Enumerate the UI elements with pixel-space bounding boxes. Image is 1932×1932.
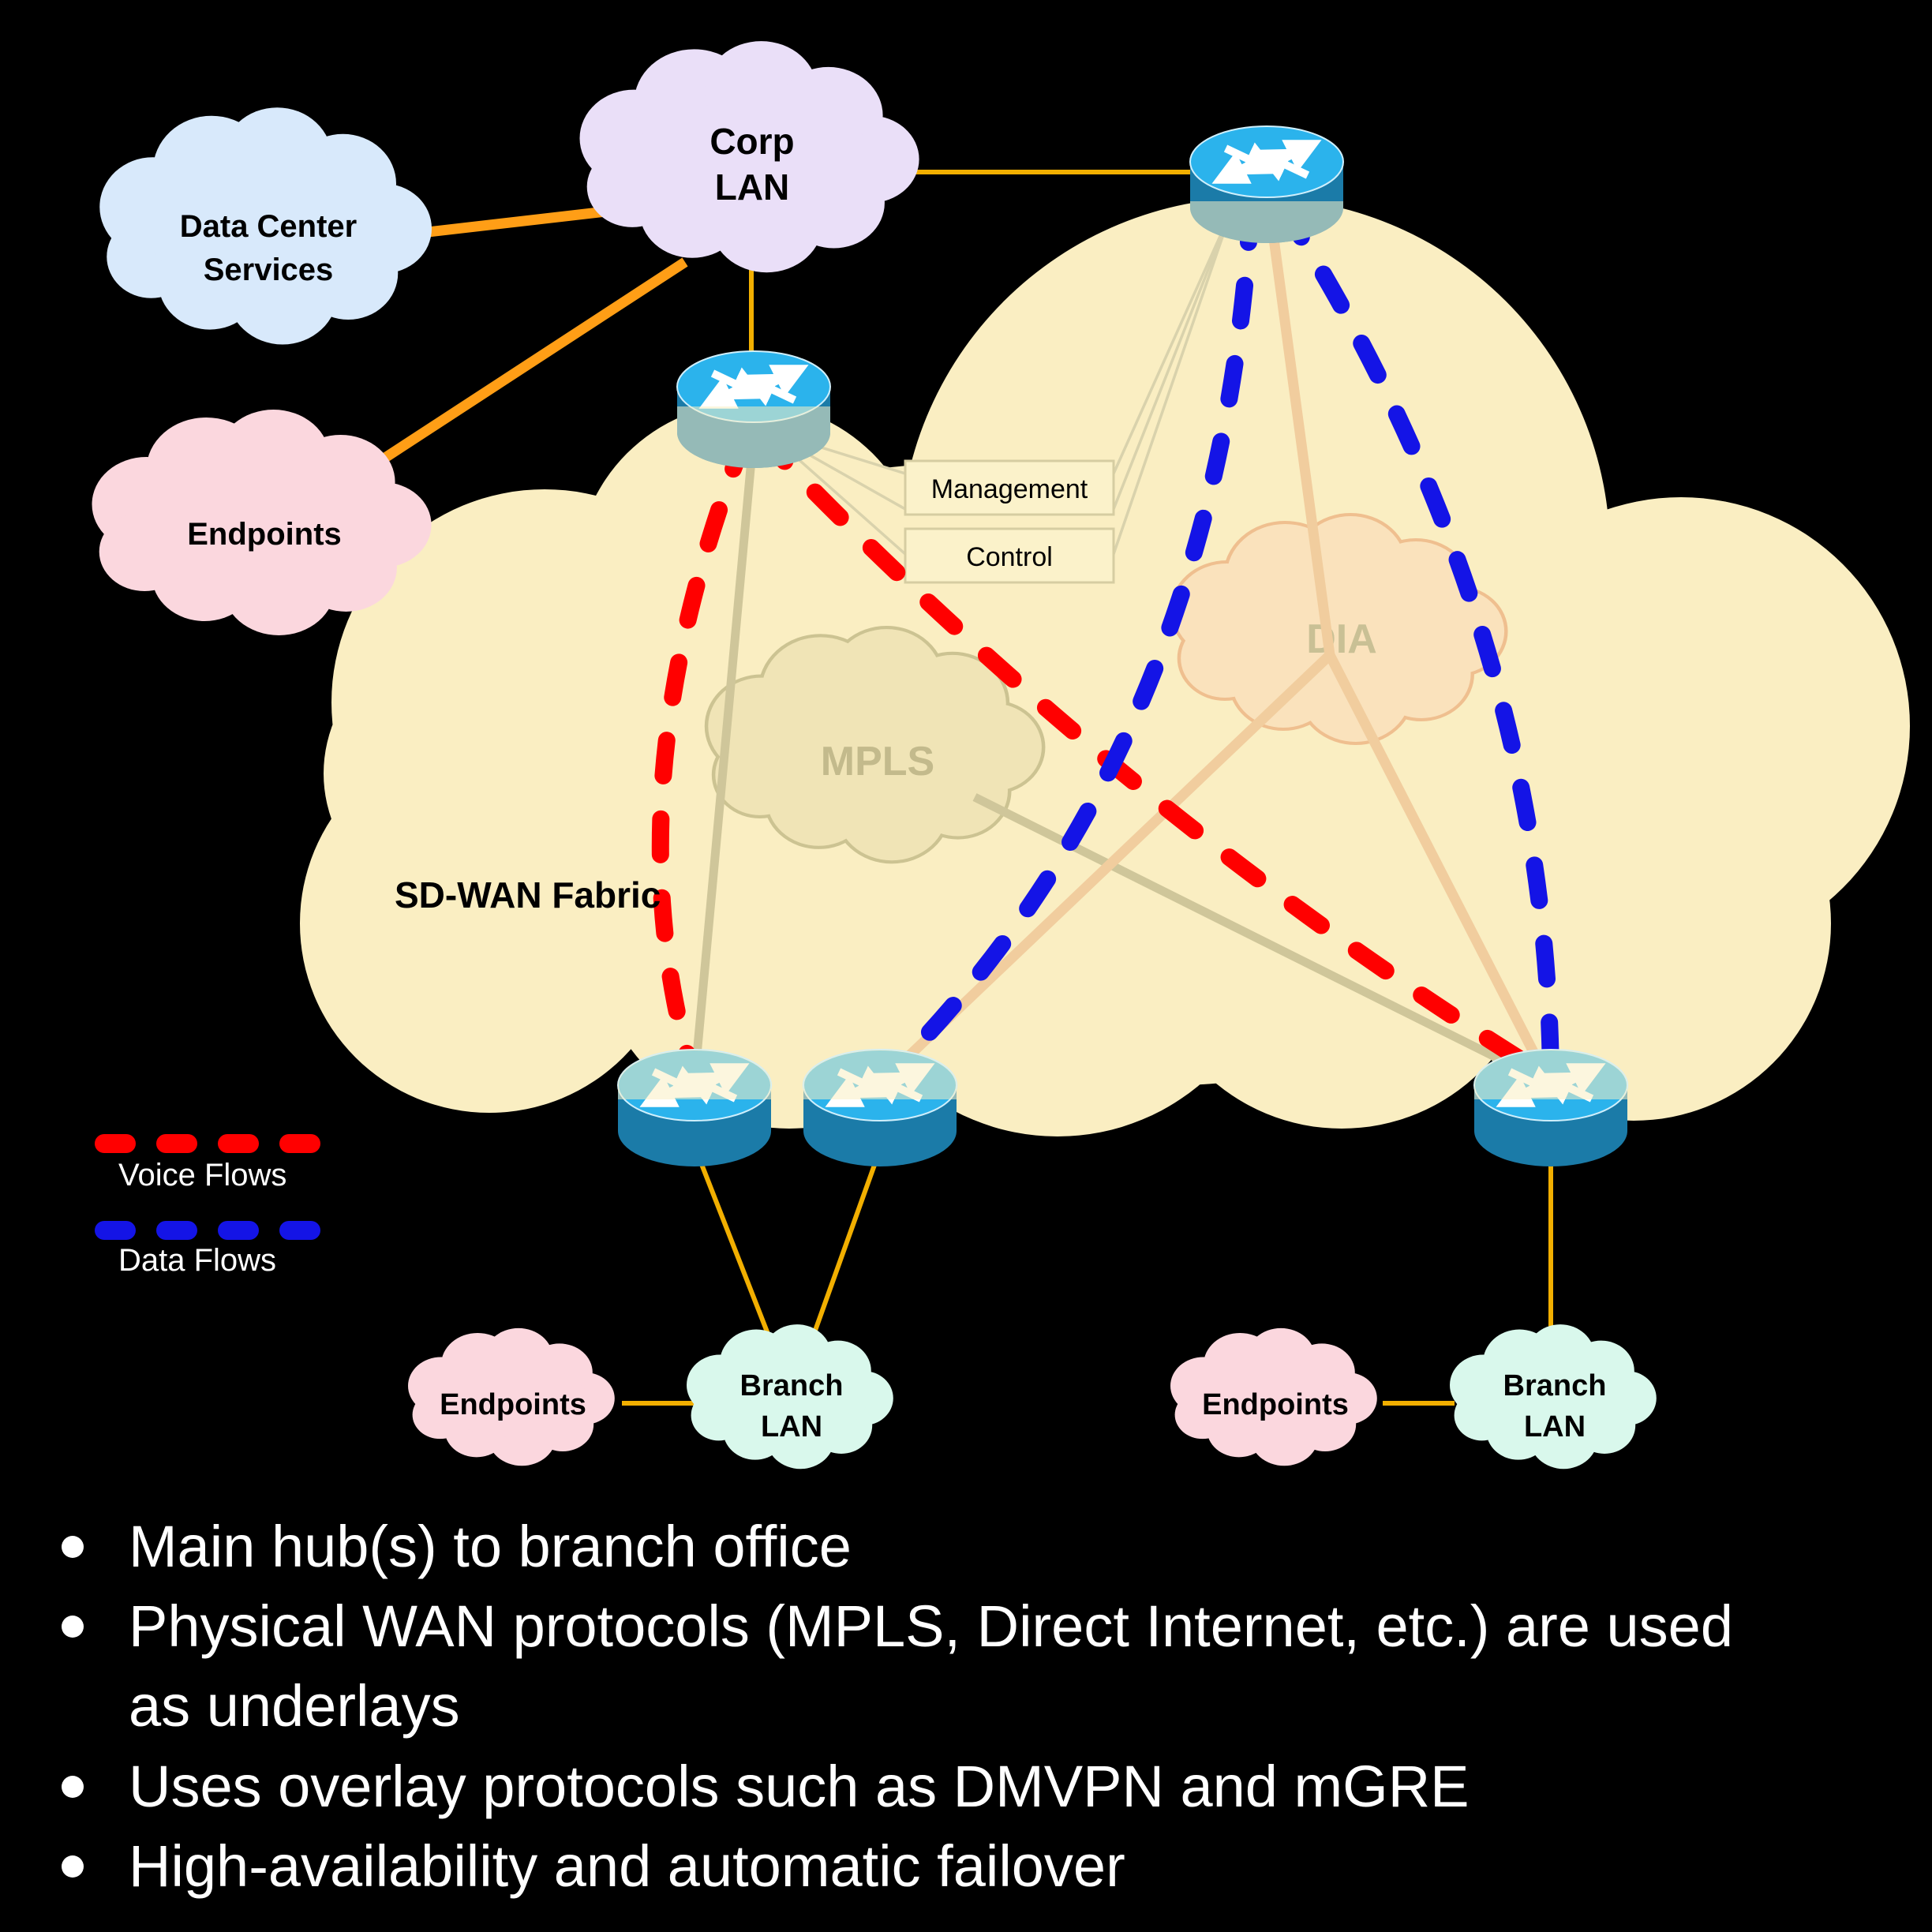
corp-lan-label-line2: LAN bbox=[715, 167, 790, 208]
endpoints-bottom-right-label: Endpoints bbox=[1202, 1388, 1349, 1421]
bullet-dot bbox=[62, 1855, 84, 1878]
voice-flow-legend-label: Voice Flows bbox=[118, 1158, 286, 1193]
management-box bbox=[904, 459, 1115, 516]
link-branch1-branchlan bbox=[696, 1155, 776, 1350]
dia-label: DIA bbox=[1306, 616, 1377, 662]
endpoints-bottom-left-label: Endpoints bbox=[440, 1388, 586, 1421]
data-flow-legend-label: Data Flows bbox=[118, 1243, 276, 1278]
branch-lan-right-label-line1: Branch bbox=[1503, 1369, 1607, 1402]
management-label: Management bbox=[931, 474, 1088, 504]
link-endpoints-corplan bbox=[348, 257, 688, 485]
link-branch2-branchlan bbox=[807, 1155, 880, 1350]
bullet-2-line1: Physical WAN protocols (MPLS, Direct Int… bbox=[129, 1593, 1733, 1659]
data-center-label-line2: Services bbox=[204, 253, 334, 287]
bullet-3: Uses overlay protocols such as DMVPN and… bbox=[129, 1754, 1470, 1819]
branch-lan-left-label-line1: Branch bbox=[740, 1369, 844, 1402]
control-box bbox=[904, 527, 1115, 584]
mpls-label: MPLS bbox=[821, 739, 934, 784]
endpoints-top-label: Endpoints bbox=[187, 517, 342, 552]
control-label: Control bbox=[966, 542, 1053, 572]
data-center-label-line1: Data Center bbox=[180, 209, 358, 244]
branch-lan-right-label-line2: LAN bbox=[1524, 1410, 1586, 1443]
data-flow-top-branch2 bbox=[875, 198, 1260, 1088]
dia-underlay-link-branch3 bbox=[1325, 653, 1553, 1084]
bullet-1: Main hub(s) to branch office bbox=[129, 1514, 852, 1579]
voice-flow-hub-branch3 bbox=[751, 427, 1554, 1084]
overlay-flows bbox=[651, 198, 1559, 1088]
bullet-dot bbox=[62, 1616, 84, 1638]
mpls-underlay-link-hub-branch1 bbox=[690, 433, 758, 1082]
bullet-list: Main hub(s) to branch office Physical WA… bbox=[62, 1514, 1733, 1899]
dia-underlay-link-top bbox=[1264, 203, 1335, 656]
voice-flow-hub-branch1 bbox=[651, 427, 754, 1084]
bullet-dot bbox=[62, 1776, 84, 1798]
branch-lan-left-label-line2: LAN bbox=[761, 1410, 822, 1443]
sdwan-fabric-label: SD-WAN Fabric bbox=[395, 874, 661, 915]
bullet-2-line2: as underlays bbox=[129, 1673, 460, 1739]
corp-lan-label-line1: Corp bbox=[710, 121, 794, 162]
sdwan-fabric-cloud bbox=[300, 197, 1910, 1136]
legend: Voice Flows Data Flows bbox=[95, 1134, 329, 1278]
data-flow-top-branch3 bbox=[1274, 198, 1559, 1086]
bullet-4: High-availability and automatic failover bbox=[129, 1833, 1125, 1899]
bullet-dot bbox=[62, 1536, 84, 1558]
